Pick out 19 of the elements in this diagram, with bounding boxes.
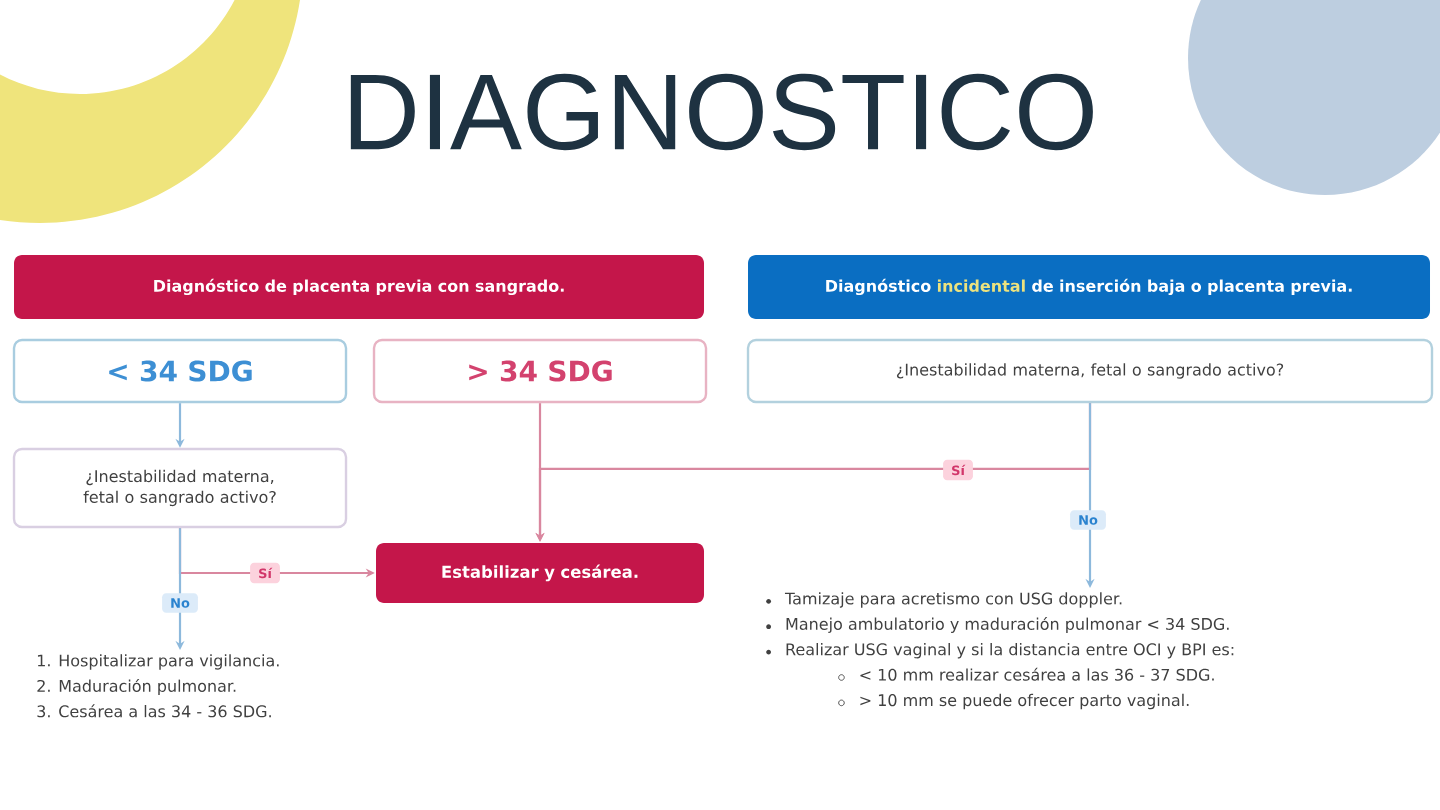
header-box: Diagnóstico de placenta previa con sangrado. xyxy=(14,255,704,319)
node-label: Tamizaje para acretismo con USG doppler. xyxy=(784,592,1122,608)
action-box: Estabilizar y cesárea. xyxy=(376,543,704,603)
node-label: > 10 mm se puede ofrecer parto vaginal. xyxy=(860,693,1189,710)
node-label: Manejo ambulatorio y maduración pulmonar < 34 SDG. xyxy=(786,616,1229,634)
range-box: > 34 SDG xyxy=(372,338,708,404)
title: DIAGNOSTICO xyxy=(350,73,1093,151)
node-label: < 10 mm realizar cesárea a las 36 - 37 SDG. xyxy=(860,667,1214,681)
node-label: Realizar USG vaginal y si la distancia entre OCI y BPI es: xyxy=(786,643,1234,659)
range-box: < 34 SDG xyxy=(12,338,348,404)
question-box: ¿Inestabilidad materna, fetal o sangrado activo? xyxy=(12,447,348,529)
edge-label: Sí xyxy=(250,562,280,584)
numbered-list: 1. Hospitalizar para vigilancia. 2. Maduración pulmonar. 3. Cesárea a las 34 - 36 SDG. xyxy=(37,654,279,718)
edge-label: No xyxy=(162,593,198,613)
edge-label: No xyxy=(1070,510,1106,530)
edge-label: Sí xyxy=(943,459,973,481)
question-box: ¿Inestabilidad materna, fetal o sangrado activo? xyxy=(746,338,1434,404)
header-box: Diagnóstico incidental de inserción baja o placenta previa. xyxy=(748,255,1430,319)
bullet-list: Tamizaje para acretismo con USG doppler. Manejo ambulatorio y maduración pulmonar < 34 SDG. Realizar USG vaginal y si la distancia entre OCI y BPI es: < 10 mm realizar cesárea a las 36 - 37 SDG. > 10 mm se puede ofrecer parto vaginal. xyxy=(766,592,1234,710)
